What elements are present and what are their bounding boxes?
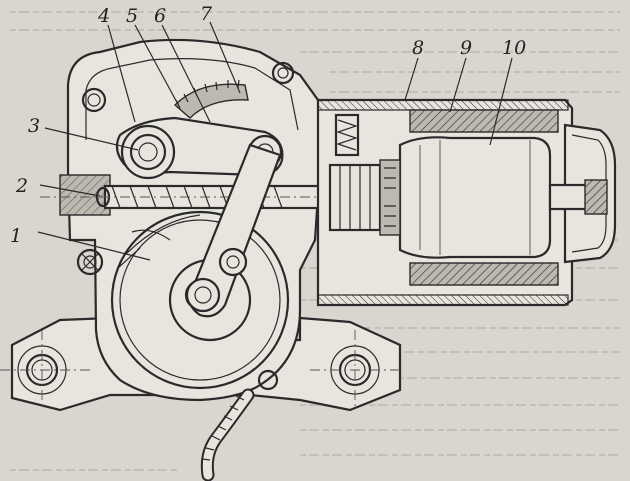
- leader-2: [39, 184, 101, 197]
- leader-3: [44, 127, 139, 151]
- label-5: 5: [126, 5, 138, 27]
- leader-lines: [37, 21, 513, 261]
- cable: [200, 388, 255, 481]
- label-4: 4: [97, 5, 110, 27]
- leader-5: [134, 24, 181, 109]
- leader-1: [37, 231, 151, 261]
- label-3: 3: [28, 115, 40, 137]
- connecting-rod: [185, 143, 282, 318]
- leader-8: [404, 57, 419, 101]
- armature: [398, 136, 608, 259]
- part-labels: 1 2 3 4 5 6 7 8 9 10: [10, 3, 526, 247]
- commutator-brushes: [328, 113, 401, 236]
- leader-4: [107, 24, 136, 123]
- leader-9: [449, 57, 467, 113]
- label-9: 9: [460, 37, 472, 59]
- label-6: 6: [154, 5, 166, 27]
- leader-10: [489, 57, 513, 146]
- stator-magnets: [409, 109, 559, 286]
- leader-7: [209, 21, 241, 94]
- label-1: 1: [10, 225, 22, 247]
- label-8: 8: [412, 37, 424, 59]
- label-2: 2: [15, 175, 28, 197]
- leader-6: [161, 24, 211, 123]
- label-7: 7: [200, 3, 213, 25]
- label-10: 10: [502, 37, 526, 59]
